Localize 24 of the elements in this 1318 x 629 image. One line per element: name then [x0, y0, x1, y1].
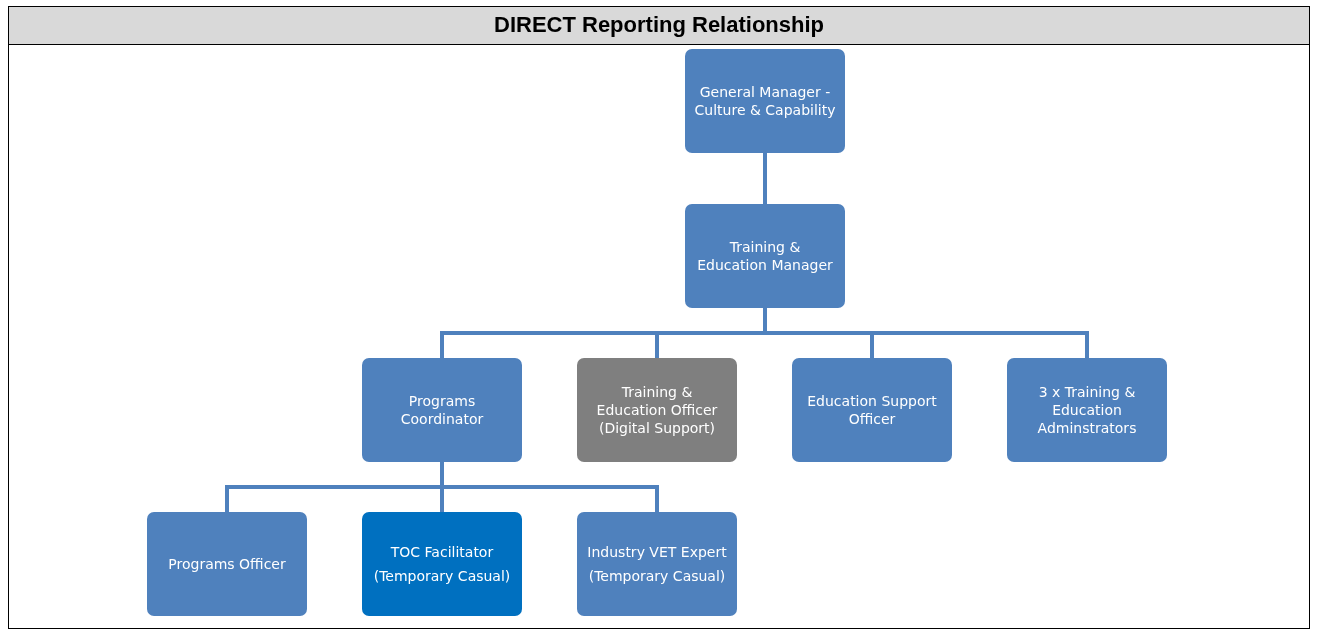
role-title: TOC Facilitator: [390, 543, 494, 562]
role-title: Industry VET Expert: [587, 543, 727, 562]
role-title: 3 x Training & Education Adminstrators: [1036, 382, 1138, 438]
connector-line: [440, 462, 659, 512]
role-note: (Temporary Casual): [373, 566, 511, 585]
role-title: Training & Education Officer (Digital Support): [595, 382, 719, 438]
position-box: [1007, 358, 1167, 462]
position-box: [362, 358, 522, 462]
connector-line: [763, 153, 767, 204]
position-box: [577, 512, 737, 616]
role-title: Education Support Officer: [806, 391, 938, 429]
role-note: (Temporary Casual): [588, 566, 726, 585]
role-title: Programs Officer: [168, 554, 286, 574]
position-box: [577, 358, 737, 462]
role-title: General Manager - Culture & Capability: [693, 82, 837, 120]
diagram-title: DIRECT Reporting Relationship: [8, 6, 1310, 45]
position-box: [792, 358, 952, 462]
position-box: [362, 512, 522, 616]
role-title: Programs Coordinator: [399, 391, 485, 429]
role-title: Training & Education Manager: [696, 237, 834, 275]
position-box: [685, 204, 845, 308]
position-box: [685, 49, 845, 153]
position-box: [147, 512, 307, 616]
connector-line: [763, 308, 1089, 358]
